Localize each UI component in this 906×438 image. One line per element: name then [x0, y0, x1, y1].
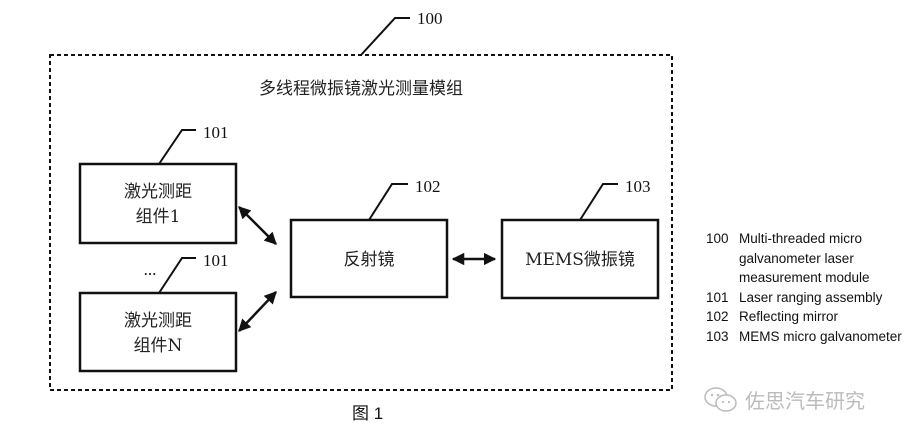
legend-num: 101 [706, 289, 729, 305]
legend-item: 100 Multi-threaded micro galvanometer la… [706, 229, 906, 288]
legend-text: Multi-threaded micro galvanometer laser … [739, 231, 870, 285]
legend: 100 Multi-threaded micro galvanometer la… [706, 229, 906, 346]
block-laser-ranging-n [78, 291, 238, 373]
legend-num: 103 [706, 328, 729, 344]
ellipsis: ... [144, 260, 157, 279]
leader-101a [158, 129, 196, 165]
ref-102: 102 [415, 177, 441, 196]
block-101b-line1: 激光测距 [124, 311, 192, 331]
block-laser-ranging-1 [78, 162, 238, 245]
block-101b-line2: 组件N [134, 336, 183, 356]
leader-100 [360, 17, 410, 56]
wechat-icon [704, 386, 737, 412]
block-reflecting-mirror [289, 218, 449, 299]
legend-text: Laser ranging assembly [739, 289, 883, 305]
leader-102 [368, 183, 408, 221]
figure-label: 图 1 [352, 404, 384, 423]
block-101a-line1: 激光测距 [124, 182, 192, 202]
ref-101b: 101 [203, 251, 229, 270]
legend-item: 102 Reflecting mirror [706, 307, 906, 327]
legend-item: 101 Laser ranging assembly [706, 288, 906, 308]
legend-text: Reflecting mirror [739, 309, 839, 324]
leader-101b [158, 257, 196, 294]
block-101a-line2: 组件1 [136, 207, 181, 227]
arrow-101a-102 [238, 206, 277, 245]
ref-100: 100 [417, 9, 443, 28]
ref-103: 103 [625, 177, 651, 196]
legend-item: 103 MEMS micro galvanometer [706, 327, 906, 347]
legend-text: MEMS micro galvanometer [739, 328, 902, 344]
arrow-101b-102 [238, 291, 277, 332]
legend-num: 100 [706, 231, 729, 246]
block-102-label: 反射镜 [344, 250, 395, 270]
leader-103 [579, 183, 618, 221]
ref-101a: 101 [203, 123, 229, 142]
block-103-label: MEMS微振镜 [525, 250, 635, 270]
legend-num: 102 [706, 309, 729, 324]
module-title: 多线程微振镜激光测量模组 [259, 79, 463, 99]
watermark: 佐思汽车研究 [703, 385, 865, 414]
watermark-text: 佐思汽车研究 [745, 389, 865, 413]
block-mems-galvanometer [500, 218, 660, 300]
